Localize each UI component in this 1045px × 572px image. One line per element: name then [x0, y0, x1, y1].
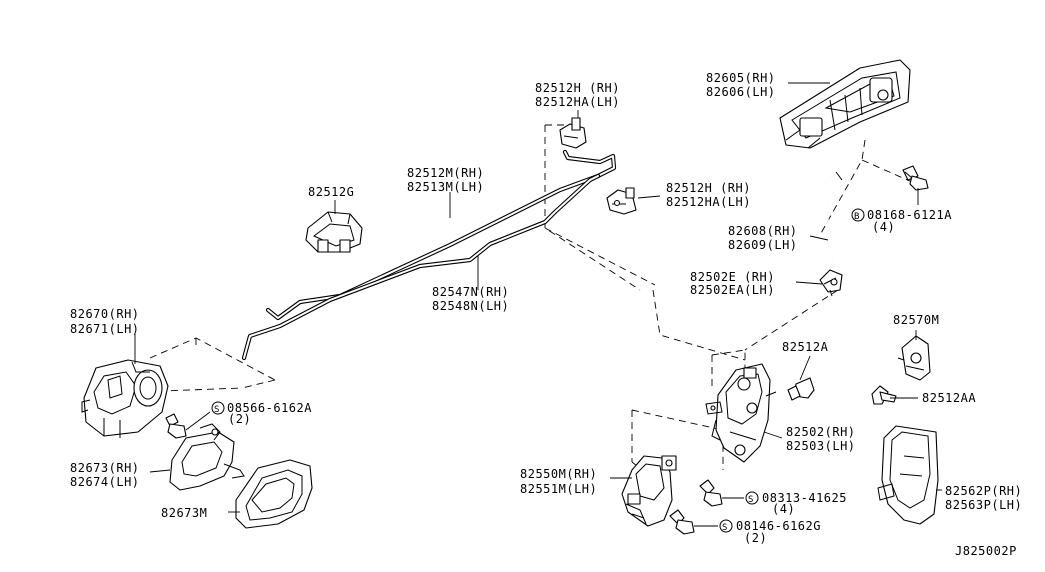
bolt-08168 — [902, 165, 929, 205]
label-clip-e-lh: 82502EA(LH) — [690, 283, 775, 297]
label-bolt-08168-qty: (4) — [872, 220, 895, 234]
label-rod-clip-top-lh: 82512HA(LH) — [535, 95, 620, 109]
svg-text:S: S — [214, 405, 220, 415]
protector-82562P — [877, 425, 939, 525]
screw-08566 — [165, 411, 211, 439]
label-protector-rh: 82562P(RH) — [945, 484, 1022, 498]
part-labels: 82605(RH) 82606(LH) 82512H (RH) 82512HA(… — [70, 71, 1022, 558]
symbol-b-icon: B — [851, 208, 865, 222]
leader-lines — [134, 82, 942, 513]
clip-82512AA — [871, 385, 897, 405]
bolt-08313 — [699, 479, 744, 507]
label-clip-e-rh: 82502E (RH) — [690, 270, 775, 284]
label-rod-lower-lh: 82548N(LH) — [432, 299, 509, 313]
label-protector-lh: 82563P(LH) — [945, 498, 1022, 512]
label-bolt-08313-qty: (4) — [772, 502, 795, 516]
label-rod-outer-lh: 82609(LH) — [728, 238, 798, 252]
symbol-s-icon: S — [211, 401, 225, 415]
label-actuator-rh: 82550M(RH) — [520, 467, 597, 481]
rod-clip-mid — [606, 187, 637, 215]
actuator-82550M — [621, 455, 677, 527]
symbol-s-icon: S — [745, 491, 759, 505]
label-rod-upper-lh: 82513M(LH) — [407, 180, 484, 194]
label-inner-handle-lh: 82671(LH) — [70, 322, 140, 336]
rod-82512M — [265, 149, 617, 321]
door-lock-82502 — [705, 363, 777, 463]
rod-clip-top — [559, 117, 587, 149]
label-rod-clip-top-rh: 82512H (RH) — [535, 81, 620, 95]
label-actuator-lh: 82551M(LH) — [520, 482, 597, 496]
label-rod-clip-mid-lh: 82512HA(LH) — [666, 195, 751, 209]
label-inner-handle-rh: 82670(RH) — [70, 307, 140, 321]
label-door-lock-lh: 82503(LH) — [786, 439, 856, 453]
bolt-08146 — [669, 509, 718, 535]
label-outer-handle-lh: 82606(LH) — [706, 85, 776, 99]
label-bolt-08146: 08146-6162G — [736, 519, 821, 533]
rod-82608 — [825, 171, 843, 271]
label-rod-lower-rh: 82547N(RH) — [432, 285, 509, 299]
clip-82502E — [819, 269, 843, 297]
label-clip-aa: 82512AA — [922, 391, 976, 405]
diagram-code: J825002P — [955, 544, 1017, 558]
symbol-s-icon: S — [719, 519, 733, 533]
label-clip-g: 82512G — [308, 185, 354, 199]
dashed-guide-lines — [134, 124, 913, 471]
label-bolt-08146-qty: (2) — [744, 531, 767, 545]
label-screw-08566-qty: (2) — [228, 412, 251, 426]
outside-door-handle — [779, 59, 911, 149]
rod-82547N — [241, 173, 601, 361]
label-screw-08566: 08566-6162A — [227, 401, 312, 415]
label-rod-upper-rh: 82512M(RH) — [407, 166, 484, 180]
label-escutcheon-rh: 82673(RH) — [70, 461, 140, 475]
escutcheon-82673 — [169, 423, 245, 491]
label-rod-outer-rh: 82608(RH) — [728, 224, 798, 238]
clip-82512G — [305, 211, 363, 253]
clip-82512A — [787, 377, 815, 401]
label-rod-clip-mid-rh: 82512H (RH) — [666, 181, 751, 195]
label-bolt-08168: 08168-6121A — [867, 208, 952, 222]
label-escutcheon-lh: 82674(LH) — [70, 475, 140, 489]
svg-text:S: S — [722, 523, 728, 533]
svg-text:B: B — [854, 212, 860, 222]
cover-82673M — [235, 459, 313, 529]
label-outer-handle-rh: 82605(RH) — [706, 71, 776, 85]
label-bolt-08313: 08313-41625 — [762, 491, 847, 505]
label-clip-a: 82512A — [782, 340, 829, 354]
label-cover-m: 82673M — [161, 506, 207, 520]
label-door-lock-rh: 82502(RH) — [786, 425, 856, 439]
inside-door-handle — [81, 359, 169, 438]
clip-82570M — [897, 335, 931, 381]
svg-text:S: S — [748, 495, 754, 505]
label-clip-570m: 82570M — [893, 313, 939, 327]
